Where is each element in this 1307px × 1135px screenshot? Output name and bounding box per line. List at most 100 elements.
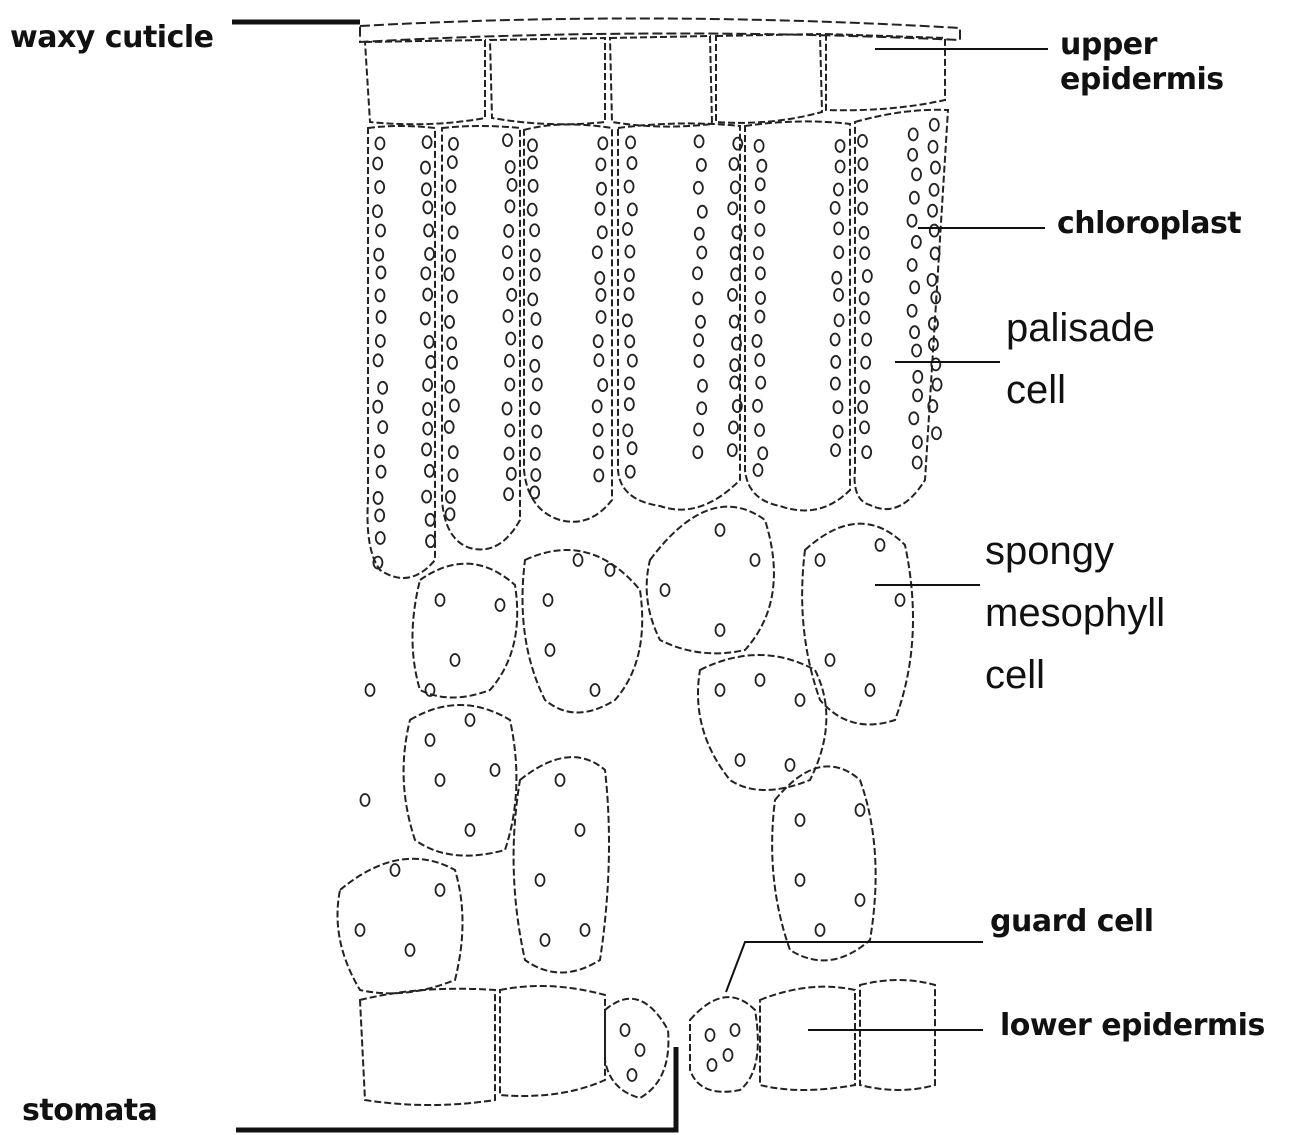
chloroplast-mark xyxy=(931,162,940,174)
chloroplast-mark xyxy=(361,794,370,806)
chloroplast-mark xyxy=(858,180,867,192)
chloroplast-mark xyxy=(755,424,764,436)
chloroplast-mark xyxy=(693,267,702,279)
chloroplast-mark xyxy=(530,224,539,236)
chloroplast-mark xyxy=(423,423,432,435)
chloroplast-mark xyxy=(758,447,767,459)
chloroplast-mark xyxy=(728,444,737,456)
chloroplast-mark xyxy=(446,491,455,503)
chloroplast-mark xyxy=(373,205,382,217)
chloroplast-mark xyxy=(594,424,603,436)
chloroplast-mark xyxy=(730,316,739,328)
label-stomata: stomata xyxy=(22,1093,157,1128)
chloroplast-mark xyxy=(708,1059,717,1071)
chloroplast-mark xyxy=(449,226,458,238)
chloroplast-mark xyxy=(530,402,539,414)
chloroplast-mark xyxy=(826,654,835,666)
chloroplast-mark xyxy=(374,249,383,261)
spongy-cell-outline xyxy=(523,550,643,713)
stomata-pointer xyxy=(236,1047,676,1130)
chloroplast-mark xyxy=(862,446,871,458)
chloroplast-mark xyxy=(594,354,603,366)
chloroplast-mark xyxy=(376,224,385,236)
chloroplast-mark xyxy=(896,594,905,606)
chloroplast-mark xyxy=(531,249,540,261)
chloroplast-mark xyxy=(531,469,540,481)
chloroplast-mark xyxy=(756,377,765,389)
chloroplast-mark xyxy=(544,594,553,606)
chloroplast-mark xyxy=(908,215,917,227)
chloroplast-mark xyxy=(831,202,840,214)
chloroplast-mark xyxy=(625,269,634,281)
chloroplast-mark xyxy=(833,401,842,413)
chloroplast-mark xyxy=(909,128,918,140)
label-spongy-mesophyll-cell: spongy mesophyll cell xyxy=(985,520,1165,706)
chloroplast-mark xyxy=(378,382,387,394)
chloroplast-mark xyxy=(448,357,457,369)
chloroplasts-group xyxy=(356,119,942,1081)
chloroplast-mark xyxy=(636,1044,645,1056)
chloroplast-mark xyxy=(625,181,634,193)
chloroplast-mark xyxy=(447,337,456,349)
chloroplast-mark xyxy=(375,289,384,301)
chloroplast-mark xyxy=(425,465,434,477)
chloroplast-mark xyxy=(606,564,615,576)
upper-epidermis-cell xyxy=(610,36,712,127)
guard-cell-left-outline xyxy=(605,999,668,1098)
chloroplast-mark xyxy=(391,864,400,876)
chloroplast-mark xyxy=(506,333,515,345)
chloroplast-mark xyxy=(546,644,555,656)
chloroplast-mark xyxy=(436,594,445,606)
chloroplast-mark xyxy=(796,874,805,886)
chloroplast-mark xyxy=(426,514,435,526)
lower-epidermis-cell xyxy=(860,980,935,1090)
chloroplast-mark xyxy=(697,246,706,258)
chloroplast-mark xyxy=(698,380,707,392)
chloroplast-mark xyxy=(445,421,454,433)
chloroplast-mark xyxy=(406,944,415,956)
label-waxy-cuticle: waxy cuticle xyxy=(10,20,214,55)
chloroplast-mark xyxy=(503,310,512,322)
chloroplast-mark xyxy=(716,524,725,536)
chloroplast-mark xyxy=(423,289,432,301)
chloroplast-mark xyxy=(736,754,745,766)
chloroplast-mark xyxy=(831,378,840,390)
chloroplast-mark xyxy=(730,359,739,371)
chloroplast-mark xyxy=(755,311,764,323)
chloroplast-mark xyxy=(698,206,707,218)
chloroplast-mark xyxy=(374,354,383,366)
chloroplast-mark xyxy=(834,246,843,258)
chloroplast-mark xyxy=(834,183,843,195)
chloroplast-mark xyxy=(928,274,937,286)
chloroplast-mark xyxy=(716,624,725,636)
chloroplast-mark xyxy=(756,292,765,304)
chloroplast-mark xyxy=(448,156,457,168)
chloroplast-mark xyxy=(466,714,475,726)
chloroplast-mark xyxy=(731,1024,740,1036)
chloroplast-mark xyxy=(695,228,704,240)
chloroplast-mark xyxy=(528,293,537,305)
spongy-cell-outline xyxy=(413,564,518,698)
chloroplast-mark xyxy=(931,247,940,259)
chloroplast-mark xyxy=(594,335,603,347)
upper-epidermis-cell xyxy=(490,38,605,124)
chloroplast-mark xyxy=(581,924,590,936)
chloroplast-mark xyxy=(912,236,921,248)
chloroplast-mark xyxy=(912,168,921,180)
chloroplast-mark xyxy=(505,378,514,390)
chloroplast-mark xyxy=(378,421,387,433)
chloroplast-mark xyxy=(505,355,514,367)
chloroplast-mark xyxy=(531,269,540,281)
chloroplast-mark xyxy=(528,204,537,216)
chloroplast-mark xyxy=(693,292,702,304)
chloroplast-mark xyxy=(531,313,540,325)
chloroplast-mark xyxy=(532,425,541,437)
chloroplast-mark xyxy=(834,289,843,301)
upper-epidermis-cell xyxy=(365,40,485,124)
chloroplast-mark xyxy=(446,202,455,214)
chloroplast-mark xyxy=(445,268,454,280)
chloroplast-mark xyxy=(623,223,632,235)
chloroplast-mark xyxy=(860,312,869,324)
chloroplast-mark xyxy=(491,764,500,776)
chloroplast-mark xyxy=(596,158,605,170)
